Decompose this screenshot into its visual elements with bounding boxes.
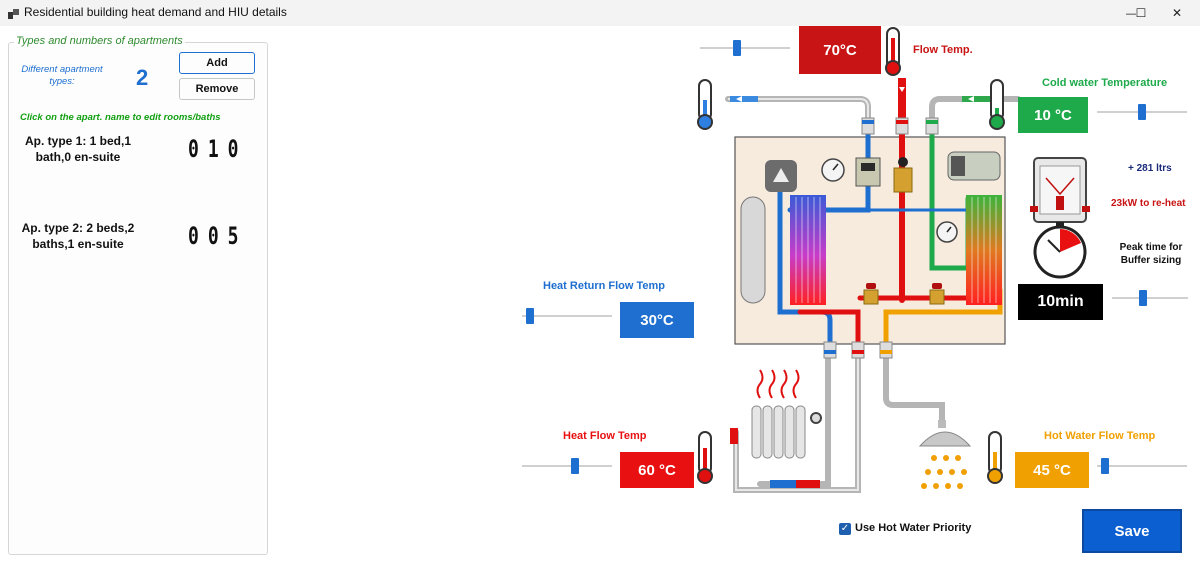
thermometer-cold-water-icon: [989, 79, 1005, 130]
app-icon: [8, 9, 19, 19]
flow-valve: [893, 157, 913, 193]
heat-return-label: Heat Return Flow Temp: [543, 280, 666, 292]
radiator: [751, 369, 822, 459]
pressure-gauge: [821, 158, 845, 182]
heat-return-slider[interactable]: [522, 306, 612, 326]
cold-water-label: Cold water Temperature: [1042, 77, 1168, 89]
maximize-button[interactable]: ☐: [1118, 0, 1164, 26]
apartment-type-1-name[interactable]: Ap. type 1: 1 bed,1 bath,0 en-suite: [24, 134, 132, 164]
heat-flow-slider[interactable]: [522, 456, 612, 476]
minimize-button[interactable]: —: [1108, 0, 1154, 26]
apartment-type-2-name[interactable]: Ap. type 2: 2 beds,2 baths,1 en-suite: [21, 221, 135, 251]
peak-time-display: 10min: [1018, 284, 1103, 320]
title-bar: Residential building heat demand and HIU…: [0, 0, 1200, 26]
buffer-reheat: 23kW to re-heat: [1111, 198, 1186, 209]
flow-arrows: [730, 78, 990, 122]
hot-water-label: Hot Water Flow Temp: [1044, 430, 1156, 442]
hot-water-display: 45 °C: [1015, 452, 1089, 488]
heat-return-display: 30°C: [620, 302, 694, 338]
peak-time-slider[interactable]: [1112, 288, 1188, 308]
apartments-group-title: Types and numbers of apartments: [14, 35, 185, 47]
minimize-icon: —: [1125, 6, 1137, 20]
radiator-flow-markers: [730, 428, 820, 488]
add-button[interactable]: Add: [179, 52, 255, 74]
apartment-type-1-count[interactable]: 010: [188, 135, 248, 163]
edit-hint: Click on the apart. name to edit rooms/b…: [20, 112, 221, 123]
heat-flow-slider-thumb[interactable]: [571, 458, 579, 474]
flow-temp-slider[interactable]: [700, 38, 790, 58]
flow-temp-display: 70°C: [799, 26, 881, 74]
apartment-type-2-count[interactable]: 005: [188, 222, 248, 250]
remove-button[interactable]: Remove: [179, 78, 255, 100]
peak-time-slider-thumb[interactable]: [1139, 290, 1147, 306]
cold-water-display: 10 °C: [1018, 97, 1088, 133]
close-button[interactable]: ✕: [1154, 0, 1200, 26]
thermometer-return-icon: [697, 79, 713, 130]
buffer-tank-icon: [1030, 157, 1090, 223]
peak-time-label: Peak time for Buffer sizing: [1119, 242, 1183, 266]
maximize-icon: ☐: [1135, 6, 1147, 20]
heat-return-slider-track: [522, 315, 612, 317]
heat-flow-slider-track: [522, 465, 612, 467]
balancing-valves: [863, 283, 945, 305]
thermometer-heat-flow-icon: [697, 431, 713, 484]
cold-water-slider-thumb[interactable]: [1138, 104, 1146, 120]
water-droplets: [921, 455, 967, 489]
flow-temp-label: Flow Temp.: [913, 44, 973, 56]
peak-time-slider-track: [1112, 297, 1188, 299]
close-icon: ✕: [1171, 6, 1183, 20]
types-count: 2: [136, 65, 149, 90]
heat-flow-label: Heat Flow Temp: [563, 430, 647, 442]
expansion-vessel: [740, 196, 766, 304]
hot-water-priority-label[interactable]: Use Hot Water Priority: [855, 522, 972, 534]
thermometer-flow-icon: [885, 27, 901, 76]
window-title: Residential building heat demand and HIU…: [24, 5, 287, 19]
hot-water-priority-checkbox[interactable]: ✓: [839, 523, 851, 535]
hot-water-slider-thumb[interactable]: [1101, 458, 1109, 474]
buffer-volume: + 281 ltrs: [1128, 163, 1172, 174]
hot-water-slider-track: [1097, 465, 1187, 467]
flow-temp-slider-thumb[interactable]: [733, 40, 741, 56]
heat-return-slider-thumb[interactable]: [526, 308, 534, 324]
cold-water-slider[interactable]: [1097, 102, 1187, 122]
save-button[interactable]: Save: [1082, 509, 1182, 553]
shower-head: [918, 420, 972, 447]
temperature-gauge: [936, 221, 958, 243]
apartments-group: [8, 42, 268, 555]
hot-water-slider[interactable]: [1097, 456, 1187, 476]
heat-exchanger-right: [966, 195, 1002, 305]
pipe-color-markers: [824, 120, 938, 354]
heat-flow-display: 60 °C: [620, 452, 694, 488]
control-valve: [855, 157, 881, 187]
heat-exchanger-left: [790, 195, 826, 305]
flow-temp-slider-track: [700, 47, 790, 49]
thermometer-hot-water-icon: [987, 431, 1003, 484]
different-types-label: Different apartment types:: [21, 64, 103, 87]
timer-icon: [1033, 222, 1087, 279]
